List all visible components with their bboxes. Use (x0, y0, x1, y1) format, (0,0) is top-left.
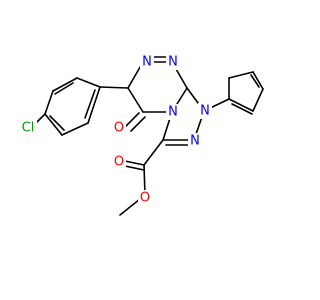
chlorophenyl-ring (44, 77, 101, 136)
oxygen-ether-label: O (140, 191, 150, 206)
bond (44, 113, 63, 136)
nitrogen-top-right-label: N (168, 55, 178, 70)
bond (228, 71, 254, 79)
nitrogen-aryl-label: N (200, 104, 210, 119)
cl-label: Cl (22, 121, 35, 136)
bond (76, 77, 101, 88)
tolyl-ring (203, 71, 264, 115)
bond (252, 88, 264, 112)
oxygen-ring-label: O (114, 121, 124, 136)
bond (231, 103, 253, 115)
ester-bond (143, 139, 164, 166)
carbonyl-bond (124, 112, 140, 128)
ch2-linker-bond (99, 86, 129, 89)
bond (61, 122, 89, 136)
carbonyl-bond (130, 116, 146, 132)
nitrogen-top-left-label: N (142, 55, 152, 70)
bond (252, 71, 264, 90)
oxygen-carbonyl-label: O (114, 155, 124, 170)
bond (54, 82, 74, 95)
bond (44, 90, 54, 115)
atom-labels: Cl O O O N N N N N (19, 54, 212, 206)
bond (127, 87, 144, 113)
bond (84, 89, 96, 119)
molecule-structure: Cl O O O N N N N N (19, 54, 264, 216)
bond (52, 77, 78, 92)
bond (87, 86, 101, 124)
bond (250, 74, 260, 88)
bond (49, 115, 65, 131)
nitrogen-fused-label: N (168, 105, 178, 120)
bond (228, 98, 254, 112)
nitrogen-bottom-label: N (190, 134, 200, 149)
